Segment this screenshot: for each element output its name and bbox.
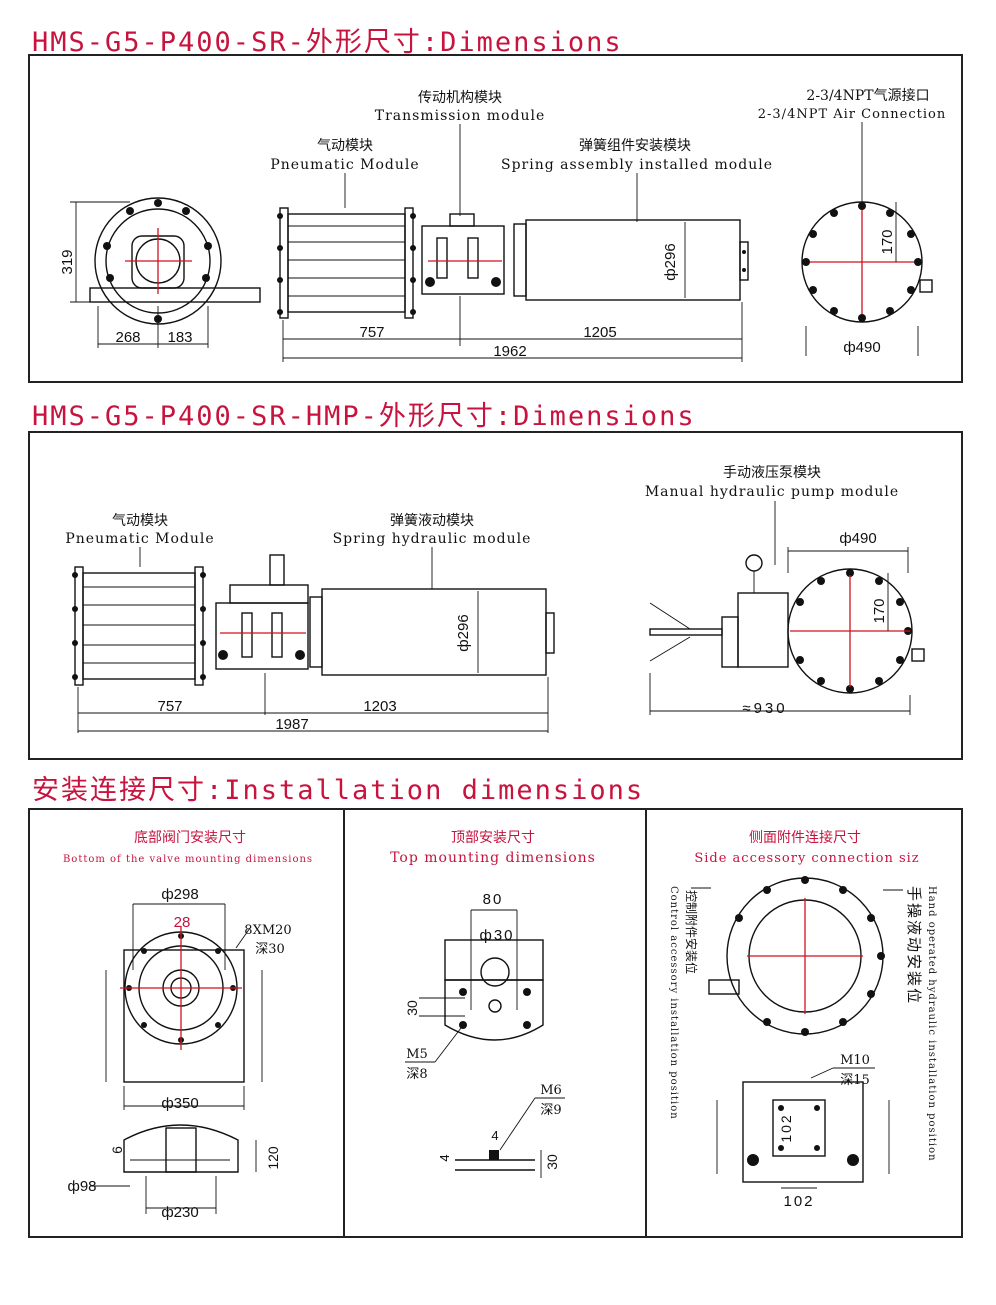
dim-4a: 4 [491, 1128, 498, 1143]
dim-757: 757 [157, 698, 182, 715]
dim-phi230: ф230 [161, 1204, 198, 1221]
thread-8xm20: 8XM20 [244, 923, 291, 938]
panel-side-accessory: 侧面附件连接尺寸 Side accessory connection siz 控… [645, 808, 963, 1238]
label-pneumatic-en: Pneumatic Module [270, 157, 419, 173]
dim-1203: 1203 [363, 698, 396, 715]
dim-phi490: ф490 [839, 530, 876, 547]
panel-top-mounting: 顶部安装尺寸 Top mounting dimensions 80 ф30 30… [343, 808, 647, 1238]
label-spring-cn: 弹簧组件安装模块 [579, 138, 691, 154]
flange-section [90, 1124, 257, 1214]
dim-1987: 1987 [275, 716, 308, 733]
dim-268: 268 [115, 329, 140, 346]
drawing-sr: 319 268 183 ф296 757 1205 1962 传动机构模块 Tr… [59, 87, 946, 362]
dim-30b: 30 [544, 1154, 560, 1170]
pneumatic-module-drawing [277, 207, 416, 319]
dim-phi98: ф98 [67, 1178, 96, 1195]
label-depth15: 深15 [840, 1073, 870, 1088]
end-view-right [801, 201, 933, 356]
label-transmission-cn: 传动机构模块 [418, 90, 502, 106]
heading-installation-dimensions: 安装连接尺寸:Installation dimensions [32, 775, 645, 806]
title-top-cn: 顶部安装尺寸 [451, 830, 535, 846]
hydraulic-pump-drawing [649, 554, 789, 668]
transmission-module-drawing [421, 213, 505, 295]
dim-319: 319 [59, 249, 76, 274]
top-mount-view [419, 939, 544, 1041]
label-m6: M6 [540, 1083, 562, 1098]
dim-phi490: ф490 [843, 339, 880, 356]
dim-phi296: ф296 [455, 614, 472, 651]
dim-757: 757 [359, 324, 384, 341]
dim-1205: 1205 [583, 324, 616, 341]
drawing-side-accessory: 侧面附件连接尺寸 Side accessory connection siz 控… [668, 829, 937, 1210]
label-pneumatic-en: Pneumatic Module [65, 531, 214, 547]
drawing-bottom-mounting: 底部阀门安装尺寸 Bottom of the valve mounting di… [63, 830, 313, 1221]
title-side-en: Side accessory connection siz [694, 851, 919, 866]
heading-dimensions-sr-hmp: HMS-G5-P400-SR-HMP-外形尺寸:Dimensions [32, 401, 696, 432]
label-hand-cn: 手操液动安装位 [905, 886, 923, 1005]
label-depth9: 深9 [540, 1103, 561, 1118]
end-view-left [70, 197, 261, 348]
label-spring-en: Spring assembly installed module [501, 157, 773, 173]
label-spring-hyd-cn: 弹簧液动模块 [390, 513, 474, 529]
dim-28: 28 [174, 914, 191, 931]
label-air-en: 2-3/4NPT Air Connection [758, 107, 946, 122]
label-depth8: 深8 [406, 1067, 427, 1082]
title-top-en: Top mounting dimensions [390, 850, 596, 866]
dim-phi296: ф296 [662, 243, 679, 280]
dim-4b: 4 [437, 1154, 452, 1161]
label-control-cn: 控制附件安装位 [684, 890, 699, 974]
drawing-top-mounting: 顶部安装尺寸 Top mounting dimensions 80 ф30 30… [390, 830, 596, 1178]
label-hand-en: Hand operated hydraulic installation pos… [926, 886, 937, 1162]
side-end-view [691, 876, 903, 1036]
label-control-en: Control accessory installation position [668, 886, 679, 1120]
label-pump-cn: 手动液压泵模块 [723, 465, 821, 481]
dim-102-horizontal: 102 [783, 1193, 814, 1210]
dim-30a: 30 [404, 1000, 420, 1016]
pneumatic-module-drawing [72, 566, 206, 686]
label-pneumatic-cn: 气动模块 [112, 513, 168, 529]
dim-120: 120 [265, 1146, 281, 1170]
dim-930: ≈930 [742, 700, 787, 717]
label-air-cn: 2-3/4NPT气源接口 [806, 87, 929, 104]
label-pneumatic-cn: 气动模块 [317, 138, 373, 154]
dim-102-vertical: 102 [778, 1113, 794, 1142]
label-m10: M10 [840, 1053, 870, 1068]
dim-170: 170 [871, 598, 888, 623]
label-m5: M5 [406, 1047, 428, 1062]
spring-hydraulic-drawing [309, 588, 555, 676]
label-pump-en: Manual hydraulic pump module [645, 484, 899, 500]
dim-6: 6 [109, 1146, 125, 1154]
top-mount-section [455, 1150, 542, 1178]
title-bottom-cn: 底部阀门安装尺寸 [134, 830, 246, 846]
dim-phi298: ф298 [161, 886, 198, 903]
title-side-cn: 侧面附件连接尺寸 [749, 829, 861, 846]
panel-dimensions-sr: 319 268 183 ф296 757 1205 1962 传动机构模块 Tr… [28, 54, 963, 383]
dim-phi350: ф350 [161, 1095, 198, 1112]
drawing-sr-hmp: 气动模块 Pneumatic Module 弹簧液动模块 Spring hydr… [65, 465, 925, 733]
dim-183: 183 [167, 329, 192, 346]
panel-bottom-mounting: 底部阀门安装尺寸 Bottom of the valve mounting di… [28, 808, 345, 1238]
depth-30: 深30 [255, 942, 285, 957]
dim-80: 80 [483, 891, 504, 908]
end-view-right [787, 547, 925, 694]
valve-bottom-view [105, 926, 263, 1083]
dim-phi30: ф30 [479, 927, 514, 944]
label-spring-hyd-en: Spring hydraulic module [333, 531, 532, 547]
title-bottom-en: Bottom of the valve mounting dimensions [63, 854, 313, 865]
side-flange-view [716, 1081, 890, 1189]
panel-dimensions-sr-hmp: 气动模块 Pneumatic Module 弹簧液动模块 Spring hydr… [28, 431, 963, 760]
dim-170: 170 [879, 229, 896, 254]
heading-dimensions-sr: HMS-G5-P400-SR-外形尺寸:Dimensions [32, 27, 623, 58]
dim-1962: 1962 [493, 343, 526, 360]
transmission-module-drawing [215, 554, 309, 670]
label-transmission-en: Transmission module [375, 108, 546, 124]
spring-module-drawing [513, 219, 749, 301]
